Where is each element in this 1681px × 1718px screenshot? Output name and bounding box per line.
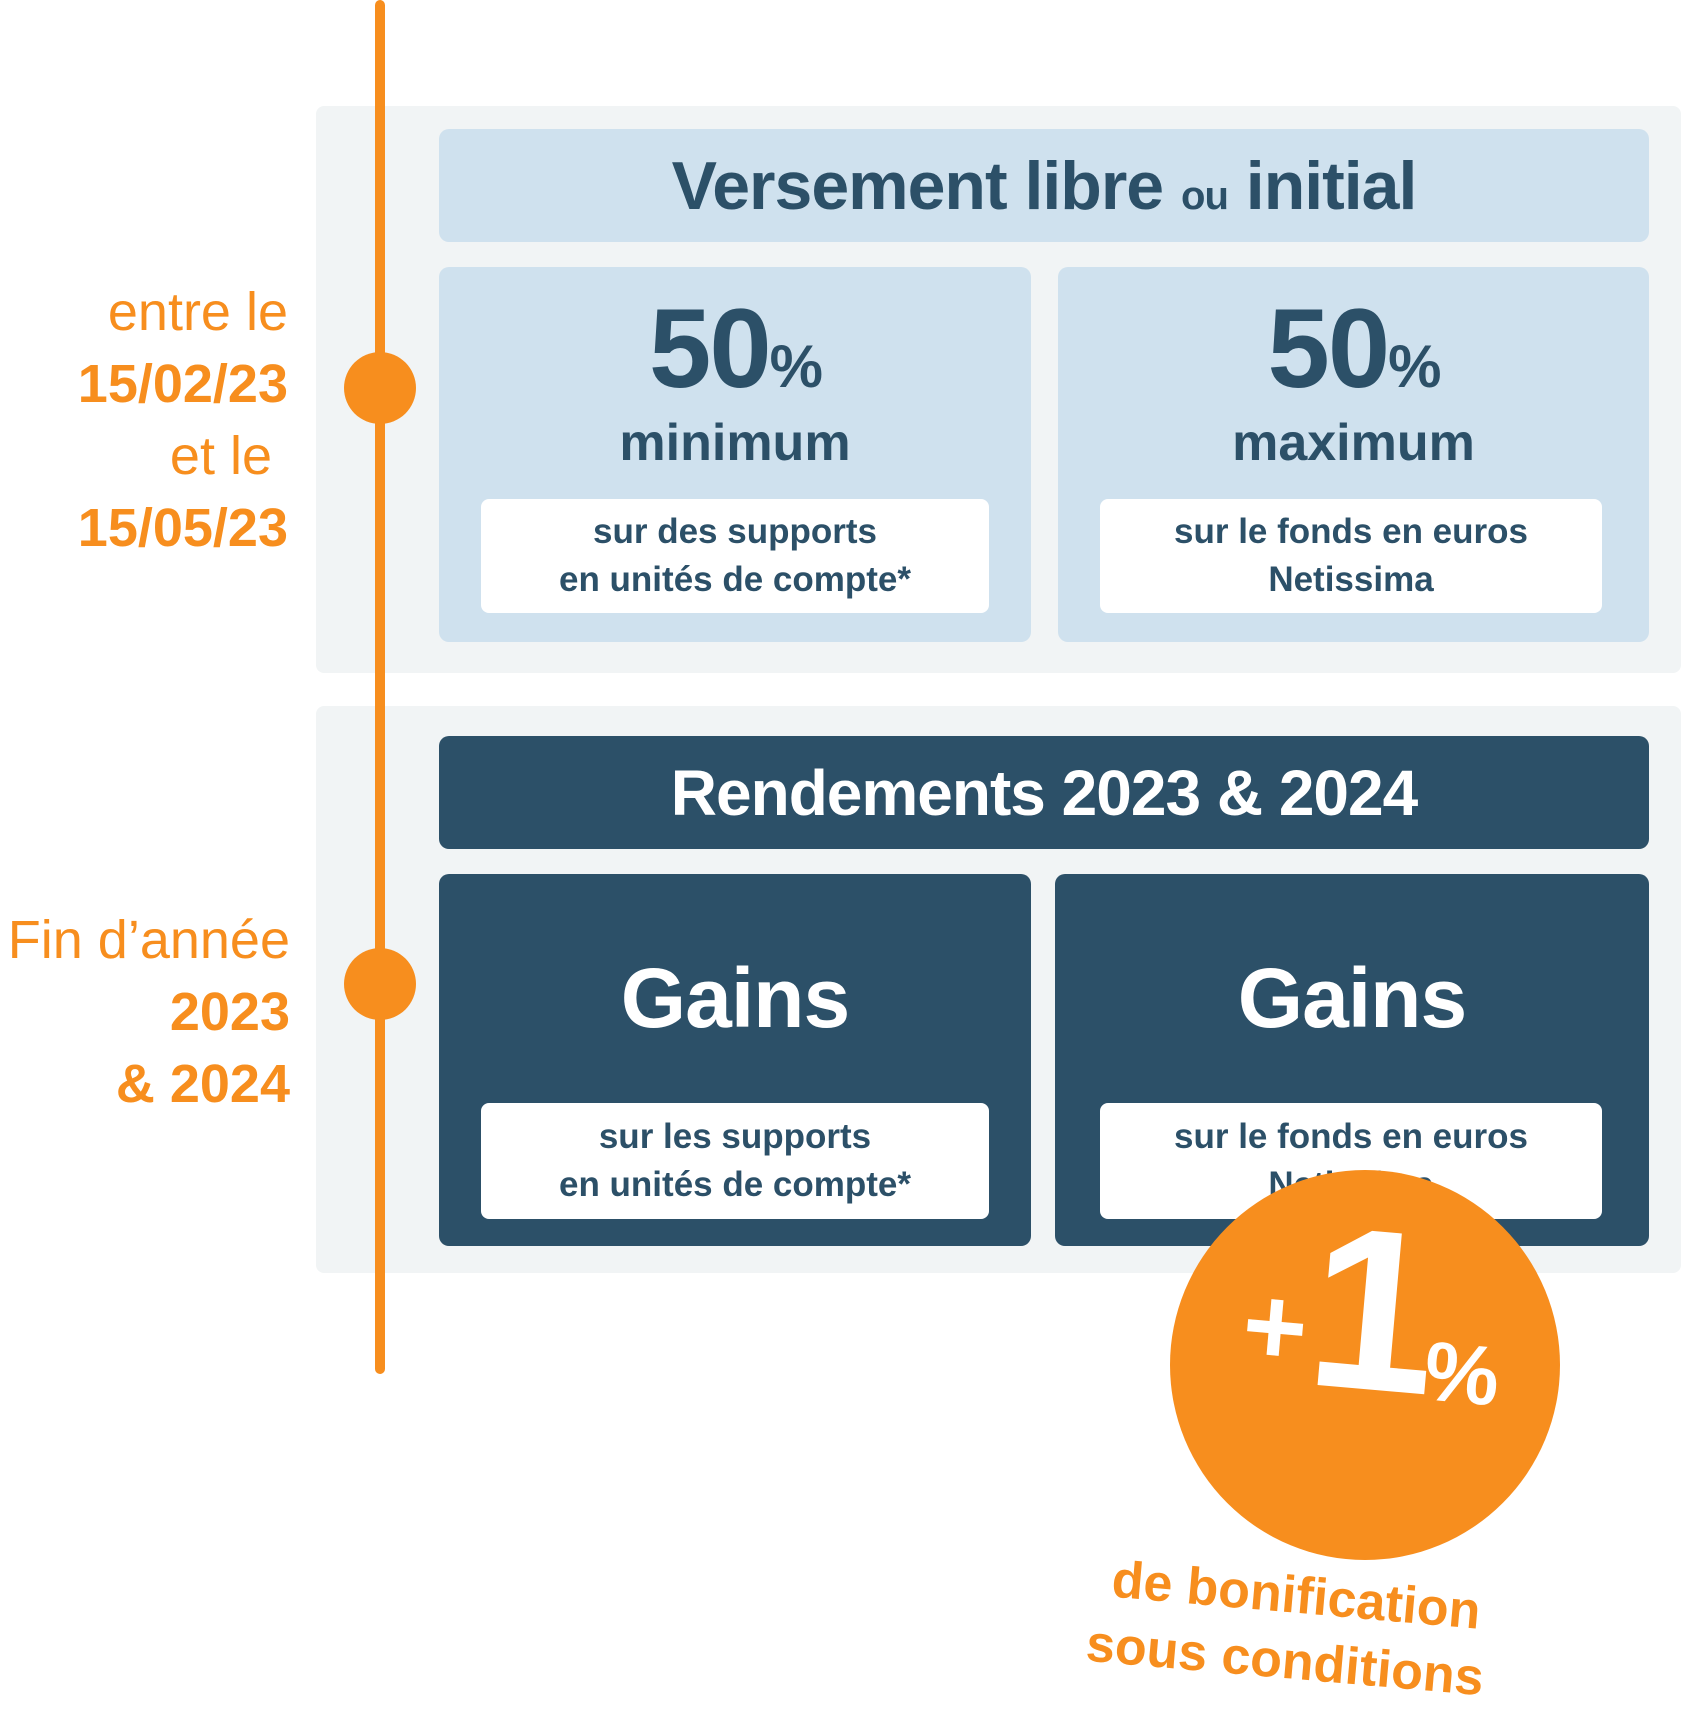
- timeline-dot-1: [344, 352, 416, 424]
- date-1-line1: entre le: [107, 282, 288, 342]
- versement-title-box: Versement libre ou initial: [439, 129, 1649, 242]
- bonus-unit: %: [1420, 1323, 1504, 1424]
- rendements-title-box: Rendements 2023 & 2024: [439, 736, 1649, 849]
- card-gains-uc: Gains sur les supports en unités de comp…: [439, 874, 1031, 1246]
- gains-uc-label: Gains: [620, 951, 850, 1045]
- desc-uc-line2: en unités de compte*: [558, 560, 912, 599]
- versement-title: Versement libre ou initial: [439, 147, 1649, 225]
- percent-minimum-unit: %: [769, 333, 823, 400]
- date-2-line1: Fin d’année: [7, 910, 290, 970]
- bonus-caption: de bonification sous conditions: [1083, 1545, 1543, 1716]
- desc-uc-line1: sur des supports: [593, 512, 877, 551]
- date-2-line3: & 2024: [115, 1054, 290, 1114]
- title-versement-libre: Versement libre: [671, 147, 1164, 224]
- percent-minimum: 50%: [439, 289, 1031, 427]
- card-uc-minimum: 50% minimum sur des supports en unités d…: [439, 267, 1031, 642]
- bonus-plus: +: [1237, 1262, 1313, 1391]
- desc-gains-uc-line1: sur les supports: [598, 1117, 872, 1156]
- bonus-badge: + 1 %: [1170, 1170, 1560, 1560]
- percent-maximum-value: 50: [1267, 286, 1391, 411]
- percent-minimum-value: 50: [649, 286, 772, 411]
- date-2-line2: 2023: [169, 982, 290, 1042]
- percent-maximum: 50%: [1058, 289, 1649, 427]
- label-minimum: minimum: [619, 414, 851, 472]
- desc-gains-euro-line1: sur le fonds en euros: [1174, 1117, 1528, 1156]
- card-euro-maximum: 50% maximum sur le fonds en euros Netiss…: [1058, 267, 1649, 642]
- desc-euro-line2: Netissima: [1268, 560, 1434, 599]
- desc-gains-uc: sur les supports en unités de compte*: [481, 1103, 989, 1219]
- rendements-title: Rendements 2023 & 2024: [670, 756, 1418, 829]
- date-1-line4: 15/05/23: [77, 498, 288, 558]
- desc-euro: sur le fonds en euros Netissima: [1100, 499, 1602, 613]
- timeline-line: [375, 0, 385, 1374]
- date-1-line3: et le: [169, 426, 272, 486]
- desc-uc: sur des supports en unités de compte*: [481, 499, 989, 613]
- timeline-date-2: Fin d’année 2023 & 2024: [0, 904, 290, 1120]
- title-ou: ou: [1181, 173, 1229, 218]
- bonus-value: + 1 %: [1154, 1154, 1577, 1577]
- desc-euro-line1: sur le fonds en euros: [1174, 512, 1528, 551]
- timeline-dot-2: [344, 948, 416, 1020]
- desc-gains-uc-line2: en unités de compte*: [558, 1165, 912, 1204]
- date-1-line2: 15/02/23: [77, 354, 288, 414]
- gains-euro-label: Gains: [1237, 951, 1467, 1045]
- title-initial: initial: [1245, 147, 1418, 224]
- timeline-date-1: entre le 15/02/23 et le 15/05/23: [0, 276, 288, 564]
- label-maximum: maximum: [1232, 414, 1475, 472]
- percent-maximum-unit: %: [1388, 333, 1441, 400]
